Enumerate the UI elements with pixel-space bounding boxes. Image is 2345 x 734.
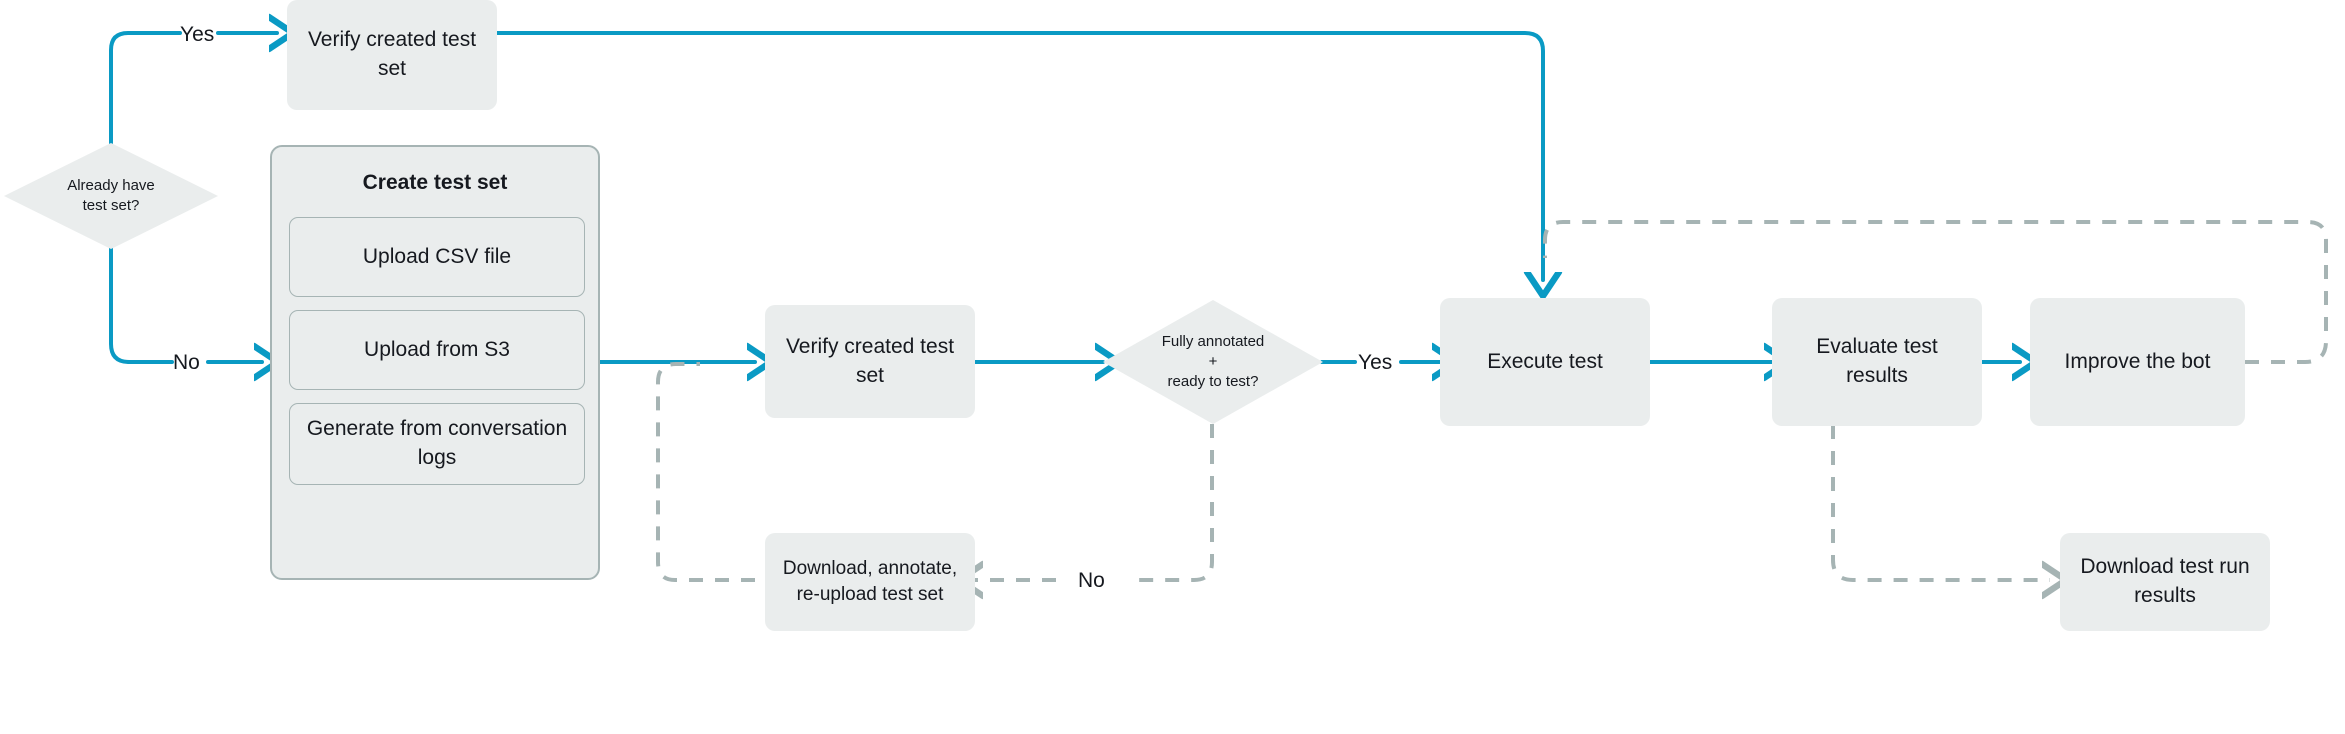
option-generate-from-conversation-logs-label: Generate from conversation logs (306, 417, 568, 469)
node-evaluate-test-results-label: Evaluate test results (1816, 335, 1938, 387)
node-verify-created-test-set-top-label: Verify created test set (307, 28, 477, 80)
node-execute-test-label: Execute test (1487, 349, 1603, 373)
decision-fully-annotated-label: Fully annotated + ready to test? (1161, 333, 1265, 390)
node-improve-the-bot[interactable]: Improve the bot (2030, 298, 2245, 426)
node-download-annotate-reupload[interactable]: Download, annotate, re-upload test set (765, 533, 975, 631)
decision-already-have-test-set-label: Already have test set? (67, 177, 155, 214)
node-verify-created-test-set-top[interactable]: Verify created test set (287, 0, 497, 110)
option-upload-csv-file-label: Upload CSV file (362, 244, 512, 268)
decision-fully-annotated-ready-to-test: Fully annotated + ready to test? (1103, 300, 1323, 424)
node-evaluate-test-results[interactable]: Evaluate test results (1772, 298, 1982, 426)
edge-verify-top-to-execute (495, 31, 1543, 280)
diamond-shape (4, 143, 218, 249)
edge-label-yes-top: Yes (180, 23, 215, 46)
node-download-annotate-reupload-label: Download, annotate, re-upload test set (782, 557, 958, 605)
group-create-test-set-title: Create test set (362, 171, 508, 194)
group-create-test-set: Create test set Upload CSV file Upload f… (270, 145, 600, 580)
node-download-test-run-results-label: Download test run results (2080, 555, 2250, 607)
option-generate-from-conversation-logs[interactable]: Generate from conversation logs (289, 403, 585, 485)
edge-label-no-left: No (173, 351, 200, 374)
edge-download-annotate-to-verify-mid (656, 362, 755, 582)
node-download-test-run-results[interactable]: Download test run results (2060, 533, 2270, 631)
edge-label-yes-mid: Yes (1358, 351, 1393, 374)
edge-decision-annotated-no-stub (1132, 424, 1214, 582)
node-verify-created-test-set-mid[interactable]: Verify created test set (765, 305, 975, 418)
option-upload-csv-file[interactable]: Upload CSV file (289, 217, 585, 297)
option-upload-from-s3[interactable]: Upload from S3 (289, 310, 585, 390)
edge-label-no-bottom: No (1078, 569, 1105, 592)
node-improve-the-bot-label: Improve the bot (2064, 349, 2211, 373)
node-verify-created-test-set-mid-label: Verify created test set (785, 334, 955, 387)
edge-evaluate-to-download-results (1831, 425, 2050, 580)
option-upload-from-s3-label: Upload from S3 (364, 337, 510, 361)
diamond-shape-annotated (1103, 300, 1323, 424)
node-execute-test[interactable]: Execute test (1440, 298, 1650, 426)
edge-decision-to-yes-label (109, 31, 182, 145)
decision-already-have-test-set: Already have test set? (4, 143, 218, 249)
